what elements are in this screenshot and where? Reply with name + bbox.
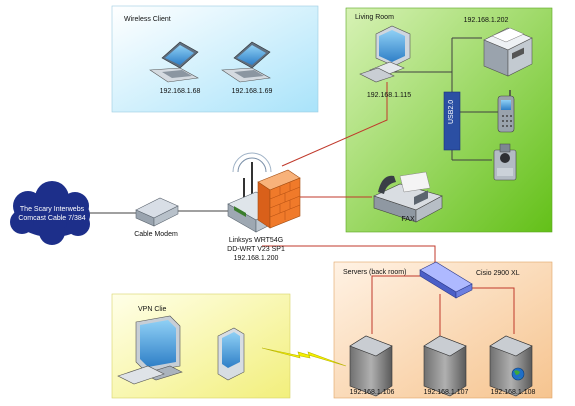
laptop-icon-1: [149, 41, 199, 83]
server-2-ip: 192.168.1.107: [423, 389, 469, 396]
network-links: [85, 37, 515, 336]
laptop-1-ip: 192.168.1.68: [159, 88, 201, 95]
laptop-icon-2: [221, 41, 271, 83]
switch-label: Cisio 2900 XL: [476, 270, 520, 277]
laptop-2-ip: 192.168.1.69: [231, 88, 273, 95]
server-1-ip: 192.168.1.106: [349, 389, 395, 396]
cloud-label-line1: The Scary Interwebs: [19, 206, 85, 213]
vpn-device-icon: [217, 327, 245, 381]
switch-server3-link: [468, 287, 515, 334]
router-label-line1: Linksys WRT54G: [228, 237, 284, 244]
servers-zone-title: Servers (back room): [343, 269, 407, 276]
switch-icon: [419, 261, 473, 299]
fax-icon: [373, 171, 443, 223]
printer-icon: [483, 27, 533, 77]
firewall-icon: [257, 169, 301, 229]
desktop-pc-icon: [359, 25, 411, 83]
wireless-zone-title: Wireless Client: [124, 16, 171, 23]
server-icon-1: [349, 335, 393, 397]
router-pc-link: [281, 82, 388, 167]
internet-cloud-icon: [10, 181, 90, 245]
switch-server1-link: [371, 275, 420, 334]
living-zone-title: Living Room: [355, 14, 394, 21]
server-3-ip: 192.168.1.108: [490, 389, 536, 396]
usb-hub-icon: [443, 91, 461, 151]
cell-phone-icon: [497, 90, 515, 133]
vpn-lightning-icon: [261, 347, 347, 367]
router-switch-link: [262, 245, 436, 266]
server-icon-2: [423, 335, 467, 397]
pc-ip: 192.168.1.115: [366, 92, 412, 99]
server-icon-3: [489, 335, 533, 397]
fax-label: FAX: [401, 216, 415, 223]
router-label-line3: 192.168.1.200: [233, 255, 279, 262]
vpn-zone-title: VPN Clie: [138, 306, 167, 313]
cable-modem-icon: [135, 197, 179, 227]
camcorder-icon: [493, 143, 517, 181]
usb-label: USB2.0: [448, 99, 455, 124]
printer-ip: 192.168.1.202: [463, 17, 509, 24]
cloud-label-line2: Comcast Cable 7/384: [18, 215, 86, 222]
router-label-line2: DD-WRT V23 SP1: [227, 246, 285, 253]
modem-label: Cable Modem: [134, 231, 178, 238]
vpn-monitor-icon: [117, 315, 183, 385]
wireless-client-zone: [111, 5, 319, 113]
